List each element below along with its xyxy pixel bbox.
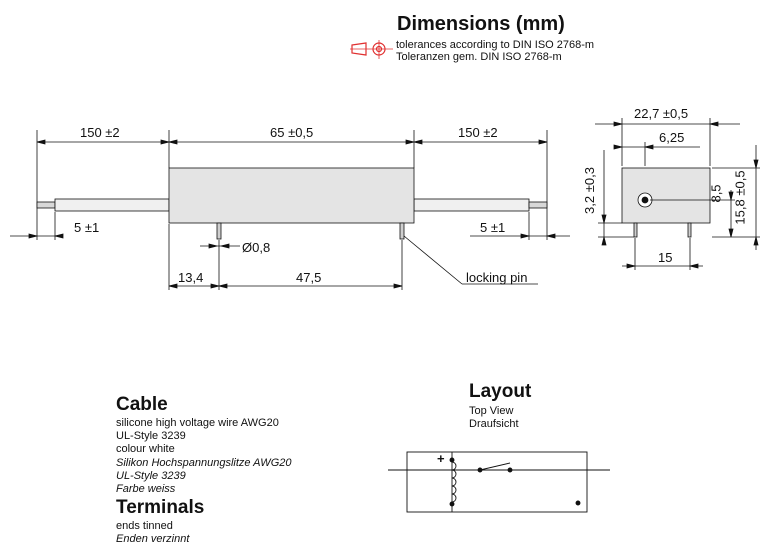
layout-title: Layout [469,381,532,402]
dim-pin-diameter: Ø0,8 [242,240,271,255]
dim-cable-left: 150 ±2 [80,125,120,140]
plus-sign: + [437,451,445,466]
cable-line: silicone high voltage wire AWG20 [116,417,279,429]
dim-center-offset: 6,25 [659,130,685,145]
dim-cable-right: 150 ±2 [458,125,498,140]
dim-strip-right: 5 ±1 [480,220,506,235]
layout-line: Top View [469,405,514,417]
projection-symbol-icon [350,40,393,59]
tolerance-note-de: Toleranzen gem. DIN ISO 2768-m [396,51,562,63]
dim-pin-length: 3,2 ±0,3 [581,167,597,214]
dim-pin-spacing: 47,5 [296,270,322,285]
locking-pin-label: locking pin [466,270,528,285]
dim-width: 22,7 ±0,5 [634,106,689,121]
side-view [10,130,570,290]
terminals-title: Terminals [116,497,205,518]
cable-line: UL-Style 3239 [116,430,186,442]
cable-line-de: UL-Style 3239 [116,470,186,482]
dim-height-total: 15,8 ±0,5 [732,170,748,225]
terminals-line-de: Enden verzinnt [116,533,190,545]
dim-end-pin-spacing: 15 [658,250,673,265]
end-view [595,118,760,270]
cable-title: Cable [116,394,168,415]
dim-pin-offset: 13,4 [178,270,204,285]
tolerance-note-en: tolerances according to DIN ISO 2768-m [396,39,595,51]
layout-line-de: Draufsicht [469,418,519,430]
dim-cable-height: 8,5 [708,184,724,203]
dim-body-length: 65 ±0,5 [270,125,314,140]
terminals-line: ends tinned [116,520,173,532]
cable-line-de: Farbe weiss [116,483,176,495]
cable-line: colour white [116,443,175,455]
cable-line-de: Silikon Hochspannungslitze AWG20 [116,457,292,469]
page-title: Dimensions (mm) [397,13,565,35]
layout-schematic [388,451,610,513]
dim-strip-left: 5 ±1 [74,220,100,235]
